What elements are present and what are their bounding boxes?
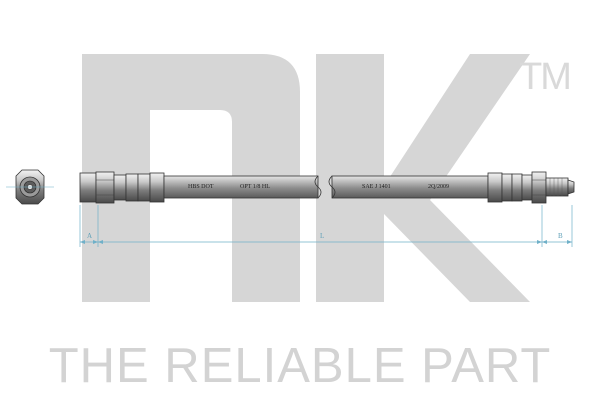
hose-text-4: 2Q/2009 — [428, 184, 449, 190]
dimension-label-b: B — [558, 232, 563, 240]
fitting-end-view — [6, 169, 54, 205]
hose-text-1: HBS DOT — [188, 184, 214, 190]
hose-text-2: OPT 1/8 HL — [240, 184, 270, 190]
dimension-label-a: A — [87, 232, 92, 240]
hose-text-3: SAE J 1401 — [362, 184, 391, 190]
dimension-lines — [79, 205, 573, 247]
right-fitting — [487, 171, 575, 204]
nk-logo-watermark — [82, 54, 530, 302]
left-fitting — [79, 171, 165, 204]
dimension-label-l: L — [320, 232, 324, 240]
hose-body: HBS DOT OPT 1/8 HL SAE J 1401 2Q/2009 — [163, 175, 489, 199]
trademark-mark: TM — [519, 56, 572, 98]
brand-slogan: THE RELIABLE PART — [48, 339, 552, 393]
